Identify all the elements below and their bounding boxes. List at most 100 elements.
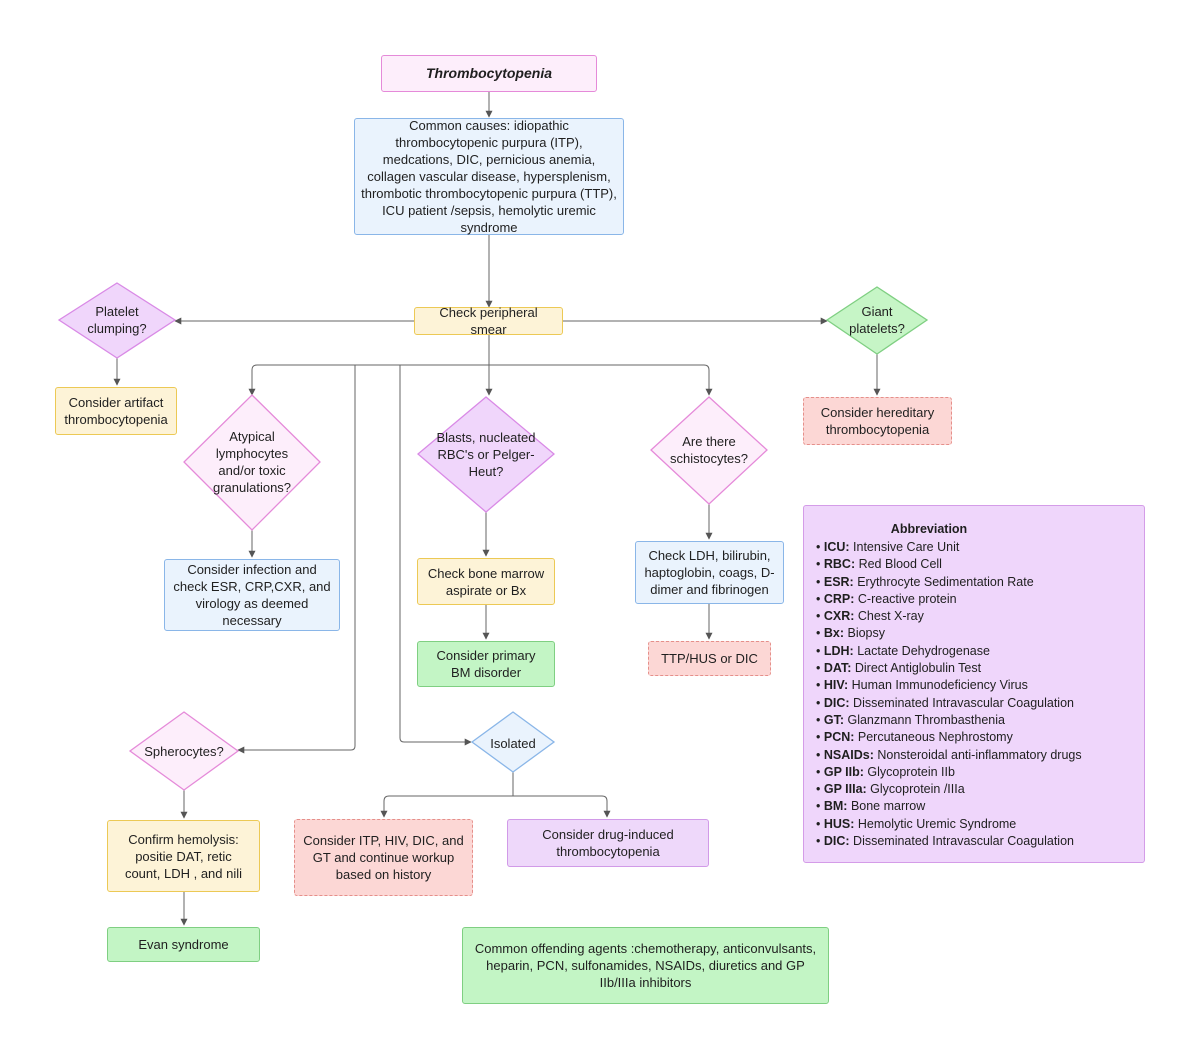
abbreviation-term: LDH: [823,643,854,658]
drug-induced-node: Consider drug-induced thrombocytopenia [507,819,709,867]
abbreviation-meaning: Human Immunodeficiency Virus [848,678,1028,693]
abbreviation-item: • PCN: Percutaneous Nephrostomy [816,729,1132,746]
bullet-icon: • [816,574,824,589]
primary-bm-node: Consider primary BM disorder [417,641,555,687]
abbreviation-term: DAT: [823,661,852,676]
isolated-text: Isolated [490,735,536,751]
confirm-hemolysis-node: Confirm hemolysis: positie DAT, retic co… [107,820,260,892]
abbreviation-meaning: Disseminated Intravascular Coagulation [849,834,1074,849]
ttp-hus-node: TTP/HUS or DIC [648,641,771,676]
abbreviation-term: ICU: [823,540,850,554]
diamond-platelet-clumping [57,282,177,359]
hereditary-node: Consider hereditary thrombocytopenia [803,397,952,445]
abbreviation-term: HIV: [823,678,849,693]
evan-syndrome-node: Evan syndrome [107,927,260,962]
abbreviation-meaning: Direct Antiglobulin Test [851,661,982,676]
abbreviation-meaning: Glycoprotein /IIIa [866,782,965,797]
check-ldh-label: Check LDH, bilirubin, haptoglobin, coags… [644,548,775,597]
ttp-hus-label: TTP/HUS or DIC [661,651,758,666]
bullet-icon: • [816,834,824,849]
abbreviation-term: GP IIIa: [823,782,867,797]
abbreviation-term: HUS: [823,816,855,831]
abbreviation-title: Abbreviation [890,522,968,536]
bone-marrow-label: Check bone marrow aspirate or Bx [427,565,545,598]
title-label: Thrombocytopenia [425,65,552,81]
abbreviation-item: • GP IIIa: Glycoprotein /IIIa [816,781,1132,798]
bullet-icon: • [816,782,824,797]
abbreviation-item: • Bx: Biopsy [816,625,1132,642]
abbreviation-term: ESR: [823,574,854,589]
consider-itp-node: Consider ITP, HIV, DIC, and GT and conti… [294,819,473,896]
bullet-icon: • [816,747,824,762]
bullet-icon: • [816,730,824,745]
hereditary-label: Consider hereditary thrombocytopenia [820,405,935,437]
diamond-spherocytes [128,711,240,791]
abbreviation-term: GP IIb: [823,764,864,779]
edge-to-spherocytes [237,365,356,754]
diamond-giant-platelets [825,286,929,355]
abbreviation-meaning: Percutaneous Nephrostomy [854,730,1013,745]
bullet-icon: • [816,661,824,676]
infection-node: Consider infection and check ESR, CRP,CX… [164,559,340,631]
abbreviation-item: • LDH: Lactate Dehydrogenase [816,643,1132,660]
abbreviation-meaning: Disseminated Intravascular Coagulation [849,695,1074,710]
abbreviation-term: Bx: [823,626,845,641]
abbreviation-item: • HUS: Hemolytic Uremic Syndrome [816,816,1132,833]
primary-bm-label: Consider primary BM disorder [436,648,536,680]
abbreviation-meaning: Erythrocyte Sedimentation Rate [853,574,1034,589]
abbreviation-meaning: Chest X-ray [854,609,924,624]
abbreviation-item: • CRP: C-reactive protein [816,591,1132,608]
abbreviation-term: DIC: [823,834,850,849]
bullet-icon: • [816,626,824,641]
check-smear-label: Check peripheral smear [439,305,538,337]
abbreviation-term: DIC: [823,695,850,710]
abbreviation-term: GT: [823,712,844,727]
abbreviation-item: • ICU: Intensive Care Unit [816,539,1132,556]
blasts-text: Blasts, nucleated RBC's or Pelger-Heut? [436,430,536,479]
abbreviation-term: CXR: [823,609,855,624]
abbreviation-panel: Abbreviation • ICU: Intensive Care Unit•… [803,505,1145,863]
bullet-icon: • [816,712,824,727]
abbreviation-meaning: Red Blood Cell [855,557,942,572]
edge-to-isolated [399,365,472,746]
abbreviation-item: • RBC: Red Blood Cell [816,556,1132,573]
bullet-icon: • [816,540,824,554]
bullet-icon: • [816,591,824,606]
bullet-icon: • [816,695,824,710]
bullet-icon: • [816,799,824,814]
artifact-label: Consider artifact thrombocytopenia [64,395,168,427]
consider-itp-label: Consider ITP, HIV, DIC, and GT and conti… [303,833,464,882]
abbreviation-meaning: Bone marrow [847,799,926,814]
abbreviation-meaning: Glycoprotein IIb [863,764,955,779]
abbreviation-term: PCN: [823,730,855,745]
bullet-icon: • [816,678,824,693]
giant-platelets-text: Giant platelets? [849,304,905,336]
abbreviation-item: • NSAIDs: Nonsteroidal anti-inflammatory… [816,747,1132,764]
check-smear-node: Check peripheral smear [414,305,563,337]
evan-syndrome-label: Evan syndrome [138,937,229,952]
check-ldh-node: Check LDH, bilirubin, haptoglobin, coags… [635,541,784,604]
diamond-isolated [470,711,556,773]
common-causes-node: Common causes: idiopathic thrombocytopen… [354,118,624,235]
bullet-icon: • [816,609,824,624]
abbreviation-term: NSAIDs: [823,747,874,762]
offending-agents-node: Common offending agents :chemotherapy, a… [462,927,829,1004]
platelet-clumping-text: Platelet clumping? [87,304,147,336]
abbreviation-item: • BM: Bone marrow [816,798,1132,815]
bullet-icon: • [816,643,824,658]
abbreviation-meaning: Hemolytic Uremic Syndrome [854,816,1017,831]
abbreviation-meaning: Nonsteroidal anti-inflammatory drugs [873,747,1082,762]
edge-isolated-to-drug [513,795,611,818]
drug-induced-label: Consider drug-induced thrombocytopenia [542,827,674,859]
abbreviation-item: • ESR: Erythrocyte Sedimentation Rate [816,574,1132,591]
bullet-icon: • [816,764,824,779]
bullet-icon: • [816,816,824,831]
edge-to-atypical [248,364,489,396]
abbreviation-item: • GP IIb: Glycoprotein IIb [816,764,1132,781]
artifact-node: Consider artifact thrombocytopenia [55,387,177,435]
abbreviation-item: • CXR: Chest X-ray [816,608,1132,625]
abbreviation-meaning: Lactate Dehydrogenase [853,643,990,658]
infection-label: Consider infection and check ESR, CRP,CX… [173,562,331,628]
common-causes-label: Common causes: idiopathic thrombocytopen… [361,118,617,235]
